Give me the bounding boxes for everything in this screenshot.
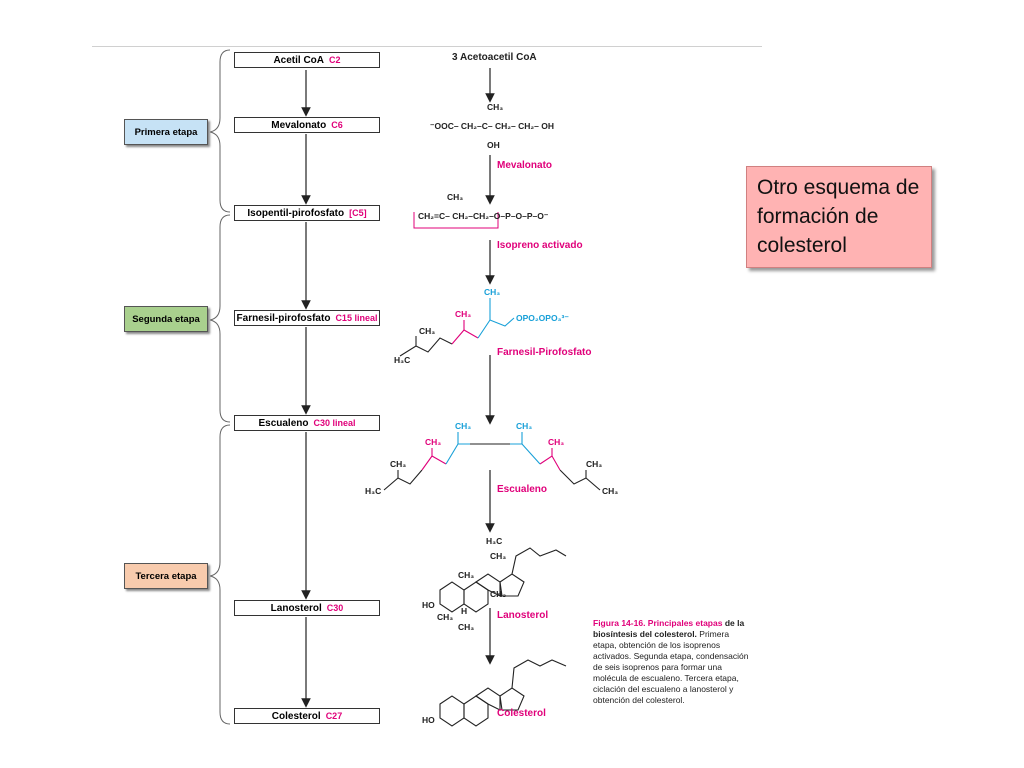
note-box: Otro esquema de formación de colesterol — [746, 166, 932, 268]
farnesil-ch3-black: CH₃ — [419, 326, 436, 336]
escualeno-ch3-pink-left: CH₃ — [425, 437, 442, 447]
lanosterol-h3c: H₃C — [486, 536, 503, 546]
mevalonato-ch3: CH₃ — [487, 102, 504, 112]
farnesil-ch3-pink: CH₃ — [455, 309, 472, 319]
acetoacetil-label: 3 Acetoacetil CoA — [452, 52, 537, 63]
escualeno-h3c: H₃C — [365, 486, 382, 496]
lanosterol-ho: HO — [422, 600, 435, 610]
lanosterol-rings — [439, 547, 567, 613]
escualeno-label: Escualeno — [497, 484, 548, 495]
stage-primera: Primera etapa — [124, 119, 208, 145]
stage-segunda: Segunda etapa — [124, 306, 208, 332]
mevalonato-label: Mevalonato — [497, 160, 553, 171]
escualeno-ch3-blue-left: CH₃ — [455, 421, 472, 431]
colesterol-label: Colesterol — [497, 708, 546, 719]
farnesil-opp: OPO₂OPO₃³⁻ — [516, 313, 569, 323]
escualeno-ch3-blue-right: CH₃ — [516, 421, 533, 431]
escualeno-ch3-end: CH₃ — [602, 486, 619, 496]
isopreno-ch3: CH₃ — [447, 192, 464, 202]
lanosterol-ch3-low: CH₃ — [490, 589, 507, 599]
stage-tercera: Tercera etapa — [124, 563, 208, 589]
farnesil-h3c: H₃C — [394, 355, 411, 365]
lanosterol-ch3-bottom-left: CH₃ — [437, 612, 454, 622]
lanosterol-h: H — [461, 606, 468, 616]
isopreno-label: Isopreno activado — [497, 240, 583, 251]
farnesil-skeleton — [399, 336, 453, 357]
farnesil-label: Farnesil-Pirofosfato — [497, 347, 592, 358]
escualeno-skeleton — [383, 443, 601, 491]
lanosterol-ch3-mid: CH₃ — [458, 570, 475, 580]
lanosterol-label: Lanosterol — [497, 610, 549, 621]
escualeno-ch3-left: CH₃ — [390, 459, 407, 469]
escualeno-ch3-right: CH₃ — [586, 459, 603, 469]
mevalonato-formula: ⁻OOC– CH₂–C– CH₂– CH₂– OH — [430, 121, 554, 131]
mevalonato-oh: OH — [487, 140, 500, 150]
colesterol-rings — [439, 659, 567, 727]
escualeno-ch3-pink-right: CH₃ — [548, 437, 565, 447]
step-isopentil-pirofosfato: Isopentil-pirofosfato[C5] — [234, 205, 380, 221]
lanosterol-ch3-top: CH₃ — [490, 551, 507, 561]
lanosterol-ch3-bottom: CH₃ — [458, 622, 475, 632]
colesterol-ho: HO — [422, 715, 435, 725]
stage-braces — [209, 49, 231, 725]
figure-caption: Figura 14-16. Principales etapas de la b… — [593, 618, 749, 705]
isopreno-formula: CH₂=C– CH₂–CH₂–O–P–O–P–O⁻ — [418, 211, 549, 221]
top-divider — [92, 46, 762, 47]
farnesil-ch3-blue: CH₃ — [484, 287, 501, 297]
